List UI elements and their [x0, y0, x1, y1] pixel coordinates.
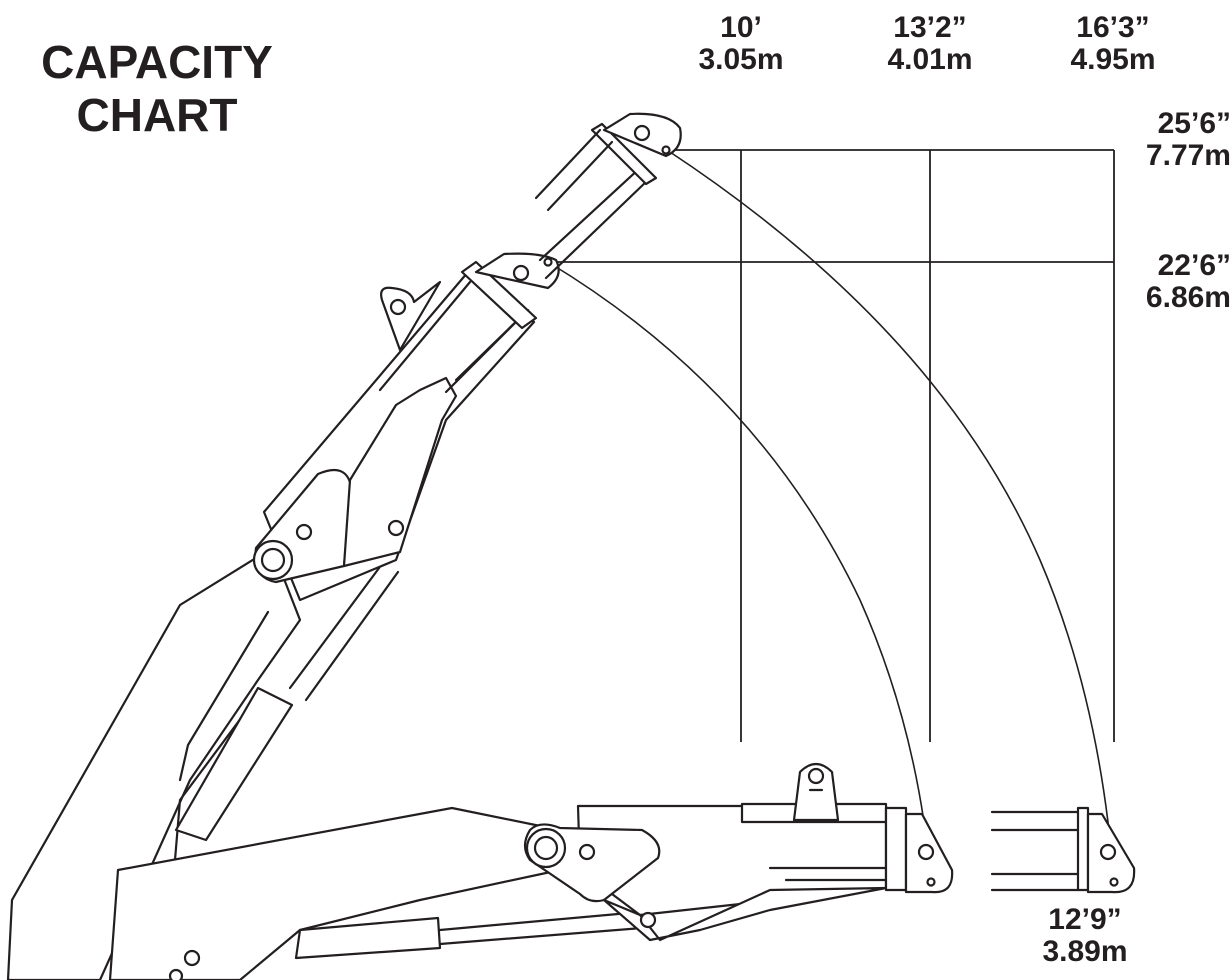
reach-label-10ft: 10’ 3.05m [698, 11, 784, 77]
swing-arcs [547, 149, 1115, 883]
height-label-25ft6: 25’6” 7.77m [1145, 107, 1231, 173]
lift-point-extended [661, 145, 671, 155]
reference-grid [548, 149, 1115, 742]
top-bracket-raised [380, 280, 442, 352]
top-bracket-lowered [792, 762, 840, 822]
arc-extended [666, 149, 1115, 883]
lift-cylinder-raised [174, 686, 294, 842]
height-label-22ft6: 22’6” 6.86m [1145, 249, 1231, 315]
ground-reach-label: 12’9” 3.89m [1042, 903, 1128, 969]
chart-title-line2: CHART [76, 88, 238, 141]
reach-label-16ft3: 16’3” 4.95m [1070, 11, 1156, 77]
chart-title-line1: CAPACITY [41, 36, 273, 88]
lift-cylinder-lowered [294, 916, 442, 960]
raised-boom [6, 112, 682, 980]
lowered-boom [108, 762, 1136, 980]
lift-point-retracted [543, 257, 553, 267]
arc-retracted [547, 261, 932, 883]
inner-boom-section [538, 166, 642, 262]
reach-label-13ft2: 13’2” 4.01m [887, 11, 973, 77]
chart-title: CAPACITY CHART [22, 36, 292, 142]
